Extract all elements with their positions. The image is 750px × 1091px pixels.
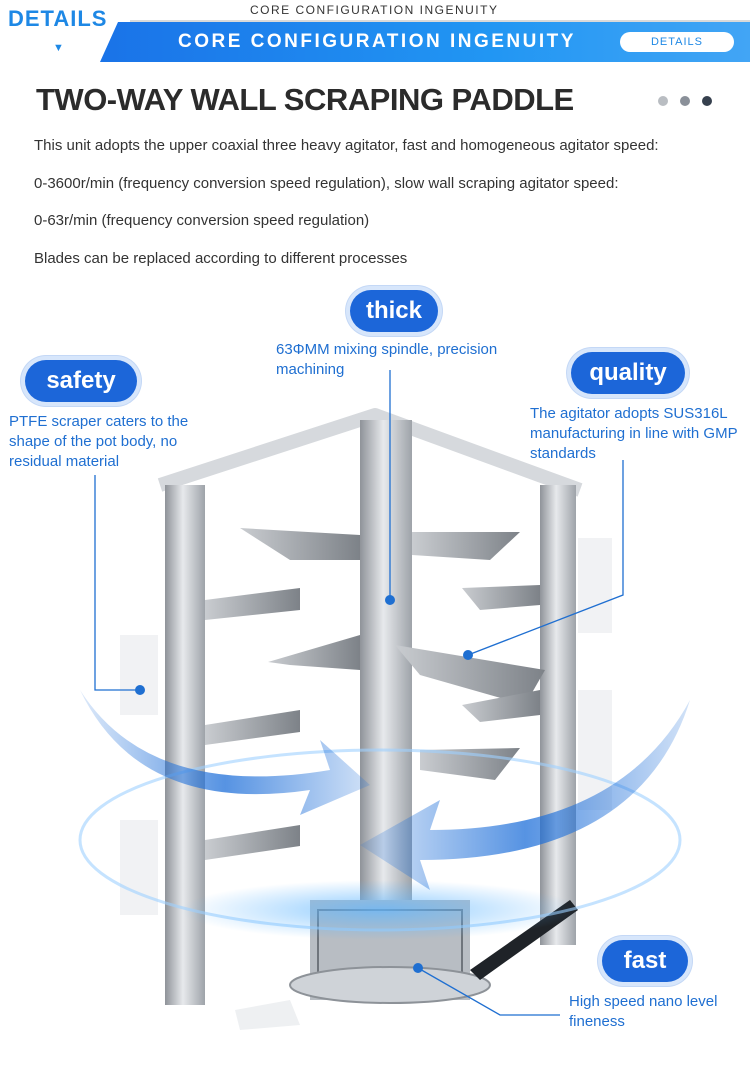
carousel-dot[interactable] — [680, 96, 690, 106]
description-line: 0-63r/min (frequency conversion speed re… — [34, 212, 370, 229]
description-line: This unit adopts the upper coaxial three… — [34, 137, 659, 154]
fast-caption: High speed nano level fineness — [569, 993, 718, 1030]
chevron-down-icon: ▼ — [53, 42, 64, 54]
safety-badge: safety — [25, 360, 137, 402]
description-line: 0-3600r/min (frequency conversion speed … — [34, 175, 619, 192]
quality-badge: quality — [571, 352, 685, 394]
agitator-illustration — [78, 370, 690, 1030]
banner-title: CORE CONFIGURATION INGENUITY — [178, 31, 576, 52]
fast-badge: fast — [602, 940, 688, 982]
page-title: TWO-WAY WALL SCRAPING PADDLE — [36, 82, 574, 117]
carousel-dot-active[interactable] — [702, 96, 712, 106]
quality-caption: The agitator adopts SUS316L manufacturin… — [530, 405, 738, 462]
details-tab-label[interactable]: DETAILS — [8, 6, 108, 31]
thick-badge: thick — [350, 290, 438, 332]
carousel-dot[interactable] — [658, 96, 668, 106]
header-subtitle: CORE CONFIGURATION INGENUITY — [250, 3, 499, 17]
thick-caption: 63ΦMM mixing spindle, precision machinin… — [276, 341, 498, 378]
divider — [130, 20, 750, 22]
details-button[interactable]: DETAILS — [620, 32, 734, 52]
safety-caption: PTFE scraper caters to the shape of the … — [9, 413, 189, 470]
description-line: Blades can be replaced according to diff… — [34, 250, 408, 267]
header-tab — [0, 0, 112, 62]
